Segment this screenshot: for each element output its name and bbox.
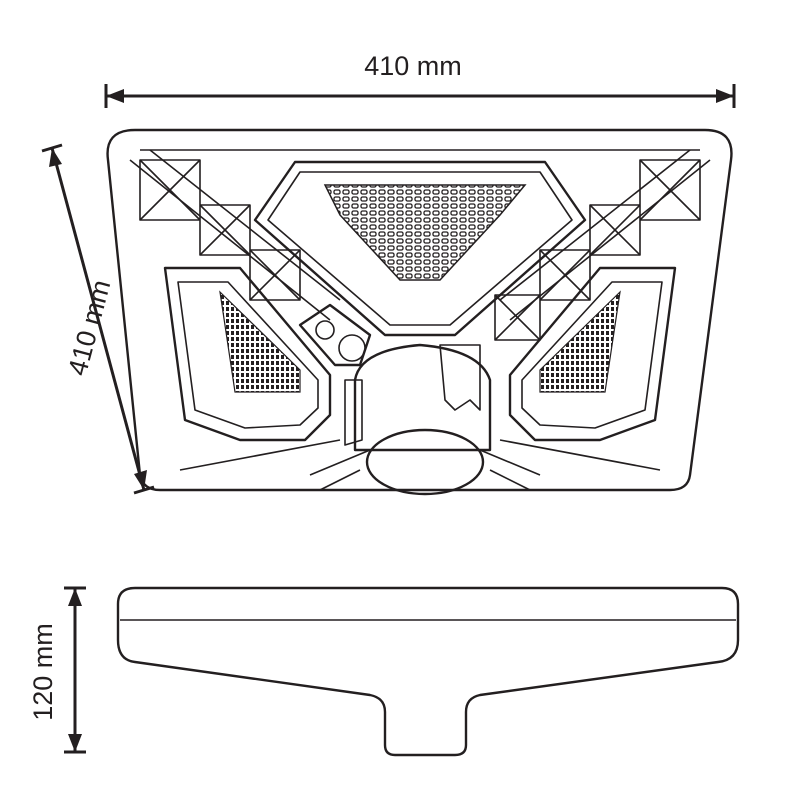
arrowhead-right-icon [716,89,734,103]
height-dimension-line [64,586,86,754]
side-view [116,586,740,757]
depth-label: 410 mm [62,277,116,379]
height-label: 120 mm [28,623,58,721]
left-led-diamonds [139,159,301,301]
arrowhead-left-icon [106,89,124,103]
width-label: 410 mm [364,51,462,81]
right-led-diamonds [494,159,701,341]
top-view [106,128,733,496]
width-dimension-line [104,84,736,108]
